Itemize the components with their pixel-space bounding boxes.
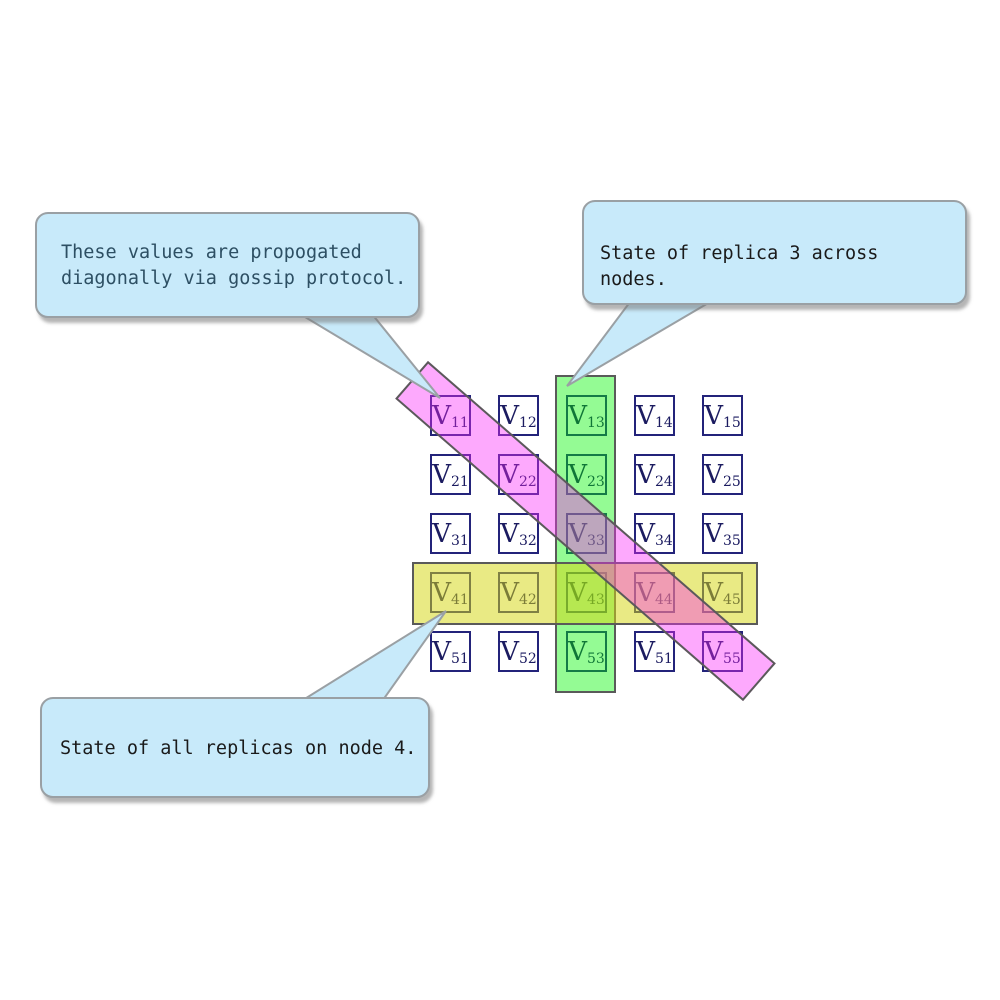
callout-replica-3: State of replica 3 across nodes.: [582, 200, 967, 305]
callout-node-4: State of all replicas on node 4.: [40, 697, 430, 798]
node-4-row-band: [412, 562, 758, 625]
cell-label: V: [500, 459, 519, 490]
callout-node-text: State of all replicas on node 4.: [60, 738, 417, 759]
callout-tail-replica-3: [566, 301, 714, 387]
cell-subscript: 51: [450, 650, 469, 667]
cell-label: V: [704, 459, 723, 490]
cell-label: V: [636, 400, 655, 431]
cell-subscript: 51: [654, 650, 673, 667]
cell-label: V: [500, 518, 519, 549]
cell-subscript: 53: [586, 650, 605, 667]
cell-label: V: [500, 636, 519, 667]
cell-label: V: [432, 459, 451, 490]
cell-subscript: 35: [722, 532, 741, 549]
callout-gossip-line2: diagonally via gossip protocol.: [61, 268, 407, 289]
cell-subscript: 14: [654, 414, 673, 431]
callout-replica-text: State of replica 3 across nodes.: [600, 243, 879, 290]
callout-gossip: These values are propogated diagonally v…: [35, 212, 420, 318]
callout-gossip-line1: These values are propogated: [61, 242, 362, 263]
replica-3-column-band: [555, 375, 616, 693]
cell-label: V: [636, 459, 655, 490]
cell-subscript: 52: [518, 650, 537, 667]
cell-label: V: [432, 636, 451, 667]
cell-subscript: 21: [450, 473, 469, 490]
cell-label: V: [568, 400, 587, 431]
cell-subscript: 13: [586, 414, 605, 431]
cell-label: V: [432, 400, 451, 431]
cell-subscript: 55: [722, 650, 741, 667]
cell-subscript: 25: [722, 473, 741, 490]
cell-label: V: [568, 518, 587, 549]
cell-subscript: 32: [518, 532, 537, 549]
cell-subscript: 34: [654, 532, 673, 549]
cell-subscript: 11: [450, 414, 469, 431]
cell-subscript: 22: [518, 473, 537, 490]
cell-subscript: 12: [518, 414, 537, 431]
cell-label: V: [636, 518, 655, 549]
cell-label: V: [568, 459, 587, 490]
cell-label: V: [432, 518, 451, 549]
cell-subscript: 15: [722, 414, 741, 431]
cell-label: V: [500, 400, 519, 431]
cell-subscript: 23: [586, 473, 605, 490]
cell-label: V: [704, 636, 723, 667]
cell-subscript: 24: [654, 473, 673, 490]
cell-label: V: [704, 518, 723, 549]
cell-label: V: [704, 400, 723, 431]
cell-label: V: [636, 636, 655, 667]
cell-subscript: 31: [450, 532, 469, 549]
cell-subscript: 33: [586, 532, 605, 549]
cell-label: V: [568, 636, 587, 667]
